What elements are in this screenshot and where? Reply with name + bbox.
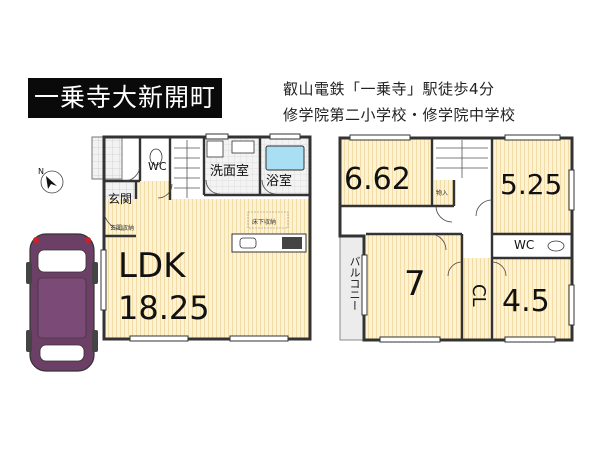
storage-small-label: 物入 [436, 190, 449, 197]
room-7-floor [366, 234, 462, 340]
ldk-size: 18.25 [118, 289, 210, 327]
kitchen-stove [282, 237, 302, 249]
closet-label: CL [468, 284, 489, 307]
floor1-plan [91, 133, 312, 342]
floor1-toilet [149, 148, 163, 166]
room-5-25-floor [492, 138, 572, 234]
shoe-storage-label: 玄関収納 [110, 225, 135, 232]
entry-porch-tiles [91, 136, 123, 180]
car-icon [26, 233, 98, 372]
svg-text:N: N [38, 167, 44, 176]
room-6-62-size: 6.62 [344, 162, 411, 197]
floor2-wc-label: WC [514, 238, 535, 252]
floor1-wc-label: WC [148, 160, 167, 173]
room-5-25-size: 5.25 [500, 168, 563, 201]
bathtub [265, 145, 305, 171]
underfloor-storage-label: 床下収納 [252, 219, 277, 226]
balcony-area [339, 235, 365, 341]
floor2-toilet [547, 240, 565, 252]
room-6-62-floor [340, 138, 432, 206]
closet-floor [462, 258, 492, 340]
entrance-label: 玄関 [108, 192, 133, 206]
room-7-size: 7 [404, 264, 426, 304]
north-arrow-icon: N [38, 167, 64, 194]
balcony-label: バルコニー [348, 256, 361, 311]
ldk-label: LDK [118, 246, 186, 286]
floor2-plan [338, 134, 575, 343]
kitchen-sink [239, 237, 257, 249]
washroom-label: 洗面室 [210, 164, 250, 179]
school-district-text: 修学院第二小学校・修学院中学校 [283, 106, 516, 124]
bath-label: 浴室 [266, 174, 293, 189]
ldk-floor [104, 199, 310, 339]
property-title-banner: 一乗寺大新開町 [28, 78, 222, 118]
station-access-text: 叡山電鉄「一乗寺」駅徒歩4分 [283, 80, 495, 98]
room-4-5-size: 4.5 [502, 284, 550, 319]
